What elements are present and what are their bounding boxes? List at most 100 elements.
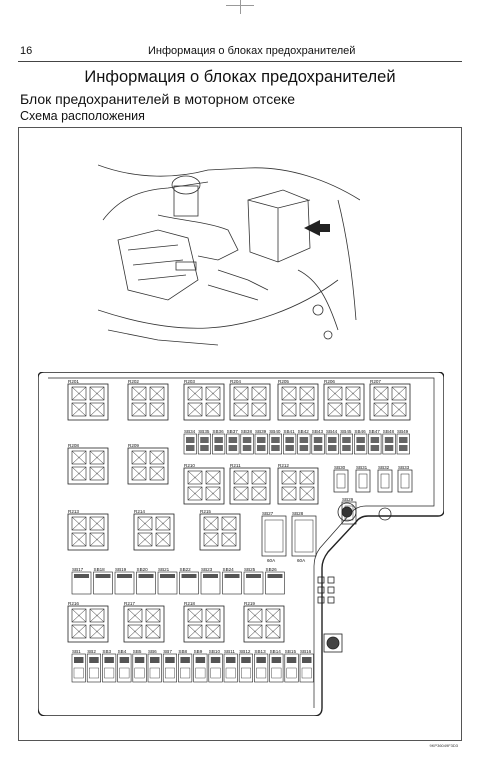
fuse-sb8: SB8 xyxy=(178,649,193,683)
fuse-label: SB47 xyxy=(369,429,381,434)
relay-r213: R213 xyxy=(67,509,109,551)
relay-r219: R219 xyxy=(243,601,285,643)
fuse-sb22: SB22 xyxy=(179,567,199,595)
fuse-sb49: SB49 xyxy=(396,429,410,455)
running-header: Информация о блоках предохранителей xyxy=(148,45,356,57)
fuse-label: SB8 xyxy=(178,649,187,654)
relay-label: R202 xyxy=(128,379,139,384)
relay-label: R215 xyxy=(200,509,211,514)
fuse-label: SB19 xyxy=(115,567,127,572)
fuse-label: SB44 xyxy=(326,429,338,434)
fuse-label: SB20 xyxy=(137,567,149,572)
crop-mark-horizontal xyxy=(226,5,254,6)
relay-r206: R206 xyxy=(323,379,365,421)
fuse-label: SB38 xyxy=(241,429,253,434)
fuse-label: SB4 xyxy=(118,649,127,654)
fuse-label: SB46 xyxy=(354,429,366,434)
engine-bay-illustration xyxy=(98,164,360,346)
fuse-label: SB5 xyxy=(133,649,142,654)
fuse-sb9: SB9 xyxy=(193,649,208,683)
fuse-label: SB49 xyxy=(397,429,409,434)
fuse-label: SB25 xyxy=(244,567,256,572)
relay-r215: R215 xyxy=(199,509,241,551)
fuse-sb18: SB18 xyxy=(93,567,113,595)
fuse-label: SB22 xyxy=(180,567,192,572)
section-heading: Блок предохранителей в моторном отсеке xyxy=(20,91,296,107)
page-title: Информация о блоках предохранителей xyxy=(84,68,396,86)
fuse-label: SB39 xyxy=(255,429,267,434)
fuse-sb27: SB27 60A xyxy=(261,511,287,563)
fuse-sb12: SB12 xyxy=(238,649,253,683)
page-number: 16 xyxy=(20,45,33,57)
fuse-label: SB16 xyxy=(300,649,312,654)
fuse-label: SB13 xyxy=(254,649,266,654)
fuse-label: SB15 xyxy=(285,649,297,654)
fuse-label: SB31 xyxy=(356,465,368,470)
fuse-sb3: SB3 xyxy=(102,649,117,683)
fuse-sb7: SB7 xyxy=(162,649,177,683)
relay-label: R205 xyxy=(278,379,289,384)
fuse-label: SB41 xyxy=(283,429,295,434)
fuse-sb36: SB36 xyxy=(212,429,226,455)
relay-label: R216 xyxy=(68,601,79,606)
fuse-sb46: SB46 xyxy=(354,429,368,455)
relay-r201: R201 xyxy=(67,379,109,421)
fuse-rating: 60A xyxy=(267,558,276,563)
fuse-label: SB36 xyxy=(212,429,224,434)
relay-r209: R209 xyxy=(127,443,169,485)
fuse-label: SB23 xyxy=(201,567,213,572)
fuse-sb13: SB13 xyxy=(254,649,269,683)
fuse-sb4: SB4 xyxy=(117,649,132,683)
fuse-sb20: SB20 xyxy=(136,567,156,595)
fuse-sb44: SB44 xyxy=(325,429,339,455)
relay-label: R211 xyxy=(230,463,241,468)
fuse-sb15: SB15 xyxy=(284,649,299,683)
fuse-label: SB6 xyxy=(148,649,157,654)
fuse-sb25: SB25 xyxy=(243,567,264,595)
fuse-sb47: SB47 xyxy=(368,429,382,455)
fuse-sb35: SB35 xyxy=(197,429,211,455)
fuse-sb10: SB10 xyxy=(208,649,223,683)
relay-label: R214 xyxy=(134,509,145,514)
fuse-label: SB14 xyxy=(270,649,282,654)
fuse-label: SB42 xyxy=(298,429,310,434)
relay-r212: R212 xyxy=(277,463,319,505)
fuse-sb23: SB23 xyxy=(200,567,221,595)
fuse-label: SB26 xyxy=(266,567,278,572)
relay-r208: R208 xyxy=(67,443,109,485)
relay-label: R212 xyxy=(278,463,289,468)
fuse-sb31: SB31 xyxy=(355,465,371,493)
relay-label: R209 xyxy=(128,443,139,448)
fuse-label: SB17 xyxy=(72,567,84,572)
fuse-sb26: SB26 xyxy=(265,567,285,595)
relay-label: R206 xyxy=(324,379,335,384)
fuse-label: SB35 xyxy=(198,429,210,434)
fuse-label: SB7 xyxy=(163,649,172,654)
fuse-box-outline xyxy=(38,372,444,716)
fuse-label: SB30 xyxy=(334,465,346,470)
fuse-sb39: SB39 xyxy=(254,429,268,455)
fuse-sb2: SB2 xyxy=(86,649,102,683)
relay-r203: R203 xyxy=(183,379,225,421)
fuse-label: SB27 xyxy=(262,511,274,516)
fuse-sb48: SB48 xyxy=(382,429,396,455)
figure-frame xyxy=(18,127,462,741)
arrow-icon xyxy=(304,220,330,236)
fuse-sb16: SB16 xyxy=(299,649,314,683)
fuse-label: SB32 xyxy=(378,465,390,470)
relay-r202: R202 xyxy=(127,379,169,421)
fuse-sb45: SB45 xyxy=(339,429,354,455)
relay-label: R213 xyxy=(68,509,79,514)
fuse-label: SB24 xyxy=(223,567,235,572)
fuse-sb11: SB11 xyxy=(223,649,238,683)
fuse-sb14: SB14 xyxy=(269,649,284,683)
fuse-label: SB40 xyxy=(269,429,281,434)
fuse-label: SB28 xyxy=(292,511,304,516)
fuse-sb42: SB42 xyxy=(297,429,311,455)
fuse-sb37: SB37 xyxy=(226,429,240,455)
fuse-label: SB2 xyxy=(87,649,96,654)
